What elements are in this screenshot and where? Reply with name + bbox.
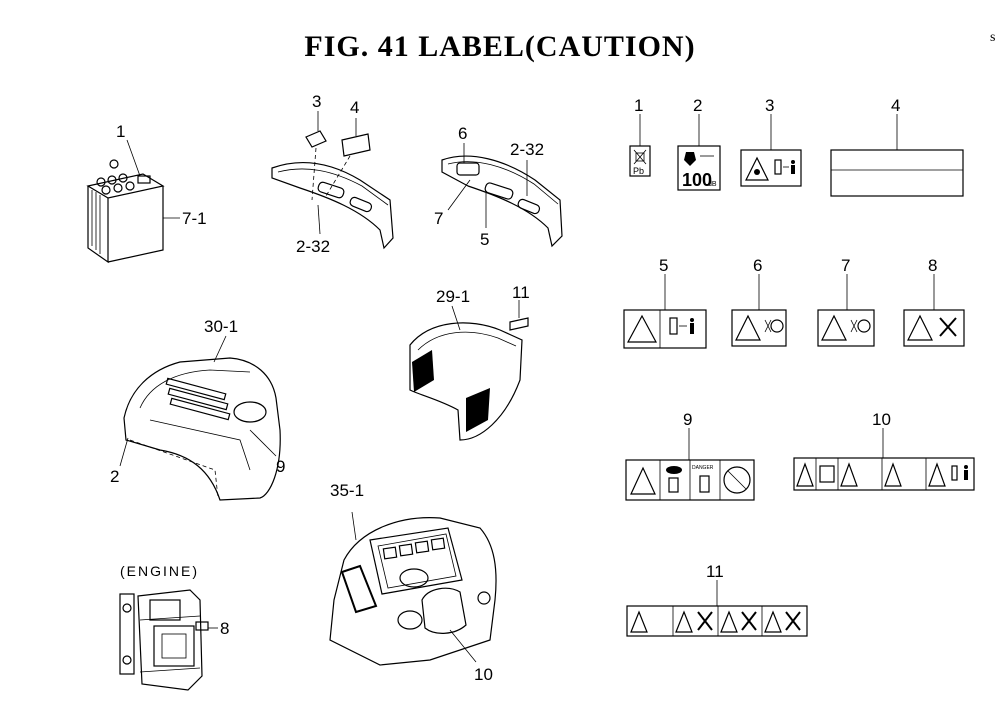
- hood-drawing: [119, 335, 281, 501]
- decal-7: [817, 274, 875, 347]
- decal-callout-1: 1: [634, 96, 643, 115]
- fender-right-drawing: [441, 143, 563, 248]
- decal-callout-4: 4: [891, 96, 900, 115]
- decal-4: [830, 114, 964, 197]
- callout-fender-right: 2-32: [510, 140, 544, 159]
- rops-cover-drawing: [409, 300, 529, 441]
- decal-2-unit: dB: [708, 181, 717, 188]
- corner-mark: s: [990, 30, 996, 45]
- callout-fender-left-b: 4: [350, 98, 359, 117]
- decal-10: [793, 428, 975, 491]
- decal-callout-5: 5: [659, 256, 668, 275]
- decal-callout-9: 9: [683, 410, 692, 429]
- decal-1-text: Pb: [633, 166, 644, 176]
- decal-callout-2: 2: [693, 96, 702, 115]
- decal-6: [731, 274, 787, 347]
- decal-5: [623, 274, 707, 349]
- callout-fender-left-a: 3: [312, 92, 321, 111]
- callout-fender-right-a: 6: [458, 124, 467, 143]
- callout-dash-label: 10: [474, 665, 493, 684]
- callout-engine-label: 8: [220, 619, 229, 638]
- decal-callout-10: 10: [872, 410, 891, 429]
- decal-9: [625, 428, 755, 501]
- decal-callout-7: 7: [841, 256, 850, 275]
- decal-1: [629, 114, 651, 177]
- callout-rops-label: 11: [512, 283, 530, 302]
- figure-title: FIG. 41 LABEL(CAUTION): [304, 30, 696, 63]
- decal-9-danger: DANGER: [692, 465, 714, 471]
- callout-hood-b: 9: [276, 457, 285, 476]
- fender-left-drawing: [271, 111, 394, 250]
- decal-11: [626, 580, 808, 637]
- callout-battery: 7-1: [182, 209, 207, 228]
- engine-drawing: [119, 589, 218, 691]
- decal-callout-6: 6: [753, 256, 762, 275]
- decal-3: [740, 114, 802, 187]
- decal-2-value: 100: [682, 170, 712, 190]
- callout-rops-cover: 29-1: [436, 287, 470, 306]
- callout-hood: 30-1: [204, 317, 238, 336]
- decal-2: [677, 114, 721, 191]
- callout-fender-right-b: 7: [434, 209, 443, 228]
- callout-dash: 35-1: [330, 481, 364, 500]
- dash-drawing: [329, 511, 497, 666]
- callout-hood-a: 2: [110, 467, 119, 486]
- decal-callout-11: 11: [706, 562, 724, 581]
- battery-drawing: [86, 139, 180, 264]
- decal-callout-8: 8: [928, 256, 937, 275]
- callout-fender-left: 2-32: [296, 237, 330, 256]
- callout-battery-label: 1: [116, 122, 125, 141]
- callout-fender-right-c: 5: [480, 230, 489, 249]
- decal-callout-3: 3: [765, 96, 774, 115]
- decal-8: [903, 274, 965, 347]
- engine-caption: (ENGINE): [120, 563, 199, 579]
